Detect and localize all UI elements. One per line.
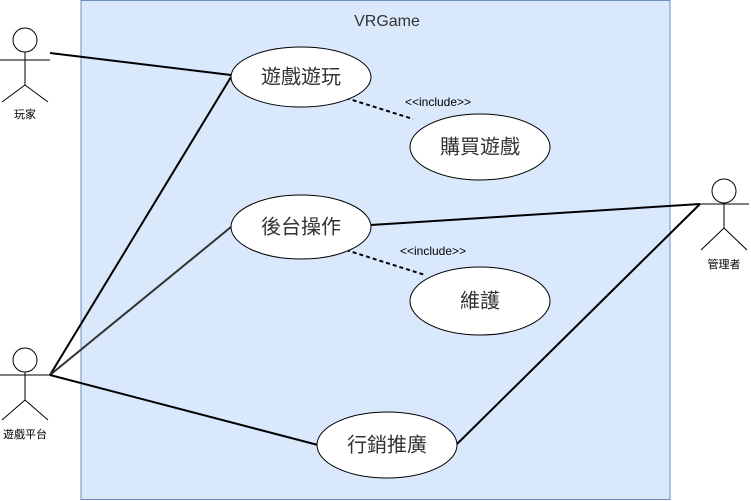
assoc-platform-play xyxy=(49,76,232,376)
use-case-marketing[interactable]: 行銷推廣 xyxy=(316,411,458,479)
use-case-play-label: 遊戲遊玩 xyxy=(261,65,341,89)
use-case-backend[interactable]: 後台操作 xyxy=(230,194,372,260)
use-case-maintain-label: 維護 xyxy=(460,289,500,313)
actor-player-label: 玩家 xyxy=(14,107,36,121)
actor-platform[interactable]: 遊戲平台 xyxy=(0,347,50,441)
use-case-play[interactable]: 遊戲遊玩 xyxy=(230,46,372,108)
assoc-player-play xyxy=(49,52,232,76)
use-case-backend-shape xyxy=(230,194,372,260)
use-case-buy-shape xyxy=(409,113,551,181)
stick-figure-icon xyxy=(700,178,749,251)
actor-platform-label: 遊戲平台 xyxy=(3,427,47,441)
include-label-buy: <<include>> xyxy=(405,95,471,109)
stick-figure-icon xyxy=(0,347,50,421)
system-title: VRGame xyxy=(354,13,420,30)
assoc-admin-backend xyxy=(370,203,701,226)
actor-player[interactable]: 玩家 xyxy=(0,27,50,121)
use-case-maintain[interactable]: 維護 xyxy=(409,266,551,336)
include-line-buy xyxy=(345,97,414,120)
assoc-platform-backend xyxy=(49,226,232,376)
use-case-play-shape xyxy=(230,46,372,108)
use-case-buy-label: 購買遊戲 xyxy=(440,135,520,159)
use-case-maintain-shape xyxy=(409,266,551,336)
assoc-admin-marketing xyxy=(455,203,701,446)
assoc-platform-marketing xyxy=(49,374,319,446)
use-case-marketing-label: 行銷推廣 xyxy=(347,433,427,457)
actor-admin-label: 管理者 xyxy=(708,257,741,271)
include-label-maintain: <<include>> xyxy=(400,244,466,258)
actor-admin[interactable]: 管理者 xyxy=(700,178,749,271)
use-case-backend-label: 後台操作 xyxy=(261,215,341,239)
stick-figure-icon xyxy=(0,27,50,103)
use-case-marketing-shape xyxy=(316,411,458,479)
use-case-buy[interactable]: 購買遊戲 xyxy=(409,113,551,181)
